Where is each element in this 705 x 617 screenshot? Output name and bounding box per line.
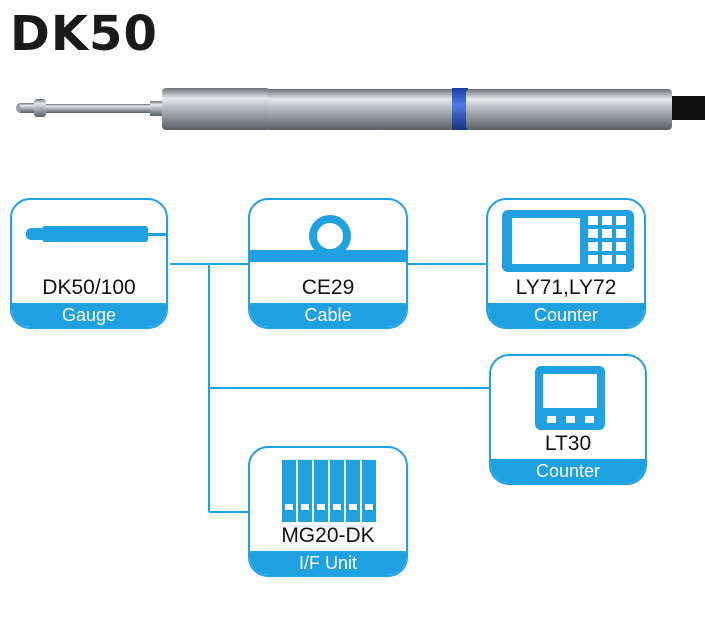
mg20-interface-card: MG20-DK I/F Unit — [248, 446, 408, 577]
page-title: DK50 — [10, 6, 158, 62]
gauge-card: DK50/100 Gauge — [10, 198, 168, 329]
gauge-probe-icon — [26, 226, 166, 242]
ly71-type-label: Counter — [488, 303, 644, 327]
cable-coil-icon — [250, 215, 406, 262]
cable-model-label: CE29 — [301, 276, 355, 299]
gauge-model-label: DK50/100 — [42, 276, 136, 299]
mg20-type-label: I/F Unit — [250, 551, 406, 575]
counter-display-icon — [535, 366, 605, 430]
ly71-model-label: LY71,LY72 — [515, 276, 617, 299]
gauge-type-label: Gauge — [12, 303, 166, 327]
lt30-model-label: LT30 — [544, 432, 592, 455]
cable-card: CE29 Cable — [248, 198, 408, 329]
ly71-counter-card: LY71,LY72 Counter — [486, 198, 646, 329]
cable-type-label: Cable — [250, 303, 406, 327]
mg20-model-label: MG20-DK — [281, 524, 375, 547]
dk50-product-photo — [16, 88, 705, 130]
counter-display-icon — [502, 210, 634, 272]
lt30-type-label: Counter — [491, 459, 645, 483]
lt30-counter-card: LT30 Counter — [489, 354, 647, 485]
interface-unit-icon — [282, 460, 376, 522]
